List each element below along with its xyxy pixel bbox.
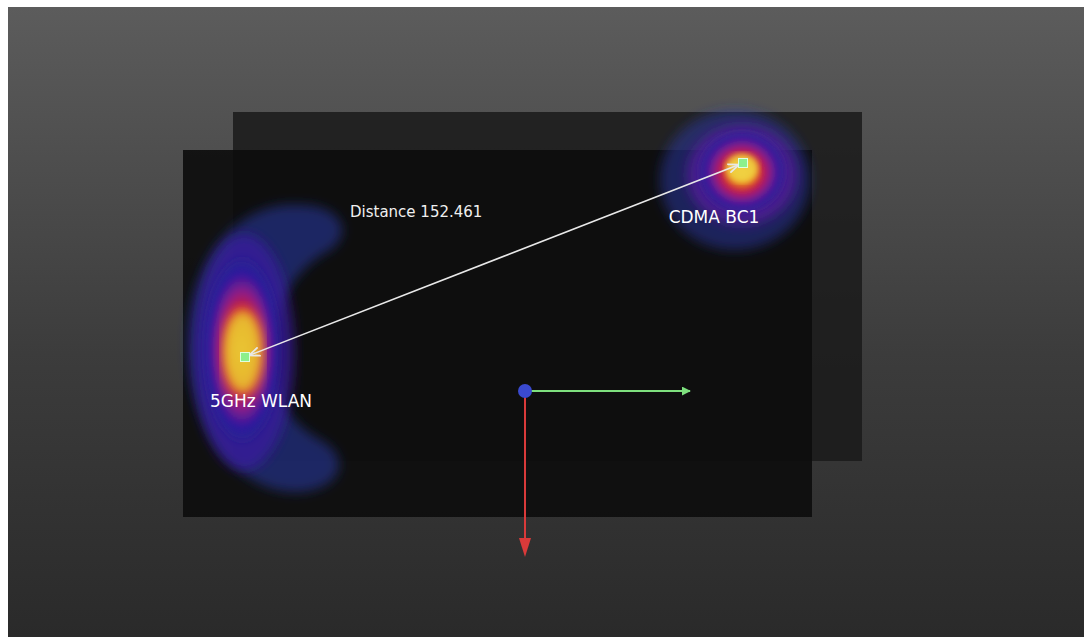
marker-point: CDMA BC1 (738, 158, 748, 168)
cdma-heatmap (660, 110, 810, 250)
y-axis (525, 390, 690, 392)
distance-line (250, 165, 738, 355)
axis-gizmo (518, 384, 690, 557)
distance-label: Distance 152.461 (350, 203, 482, 221)
x-axis (524, 391, 526, 540)
viewport-ground (8, 7, 1084, 637)
marker-point: 5GHz WLAN (240, 352, 250, 362)
origin-dot (518, 384, 532, 398)
band-label: 5GHz WLAN (210, 391, 312, 411)
band-label: CDMA BC1 (669, 207, 760, 227)
x-axis-head (519, 538, 531, 557)
